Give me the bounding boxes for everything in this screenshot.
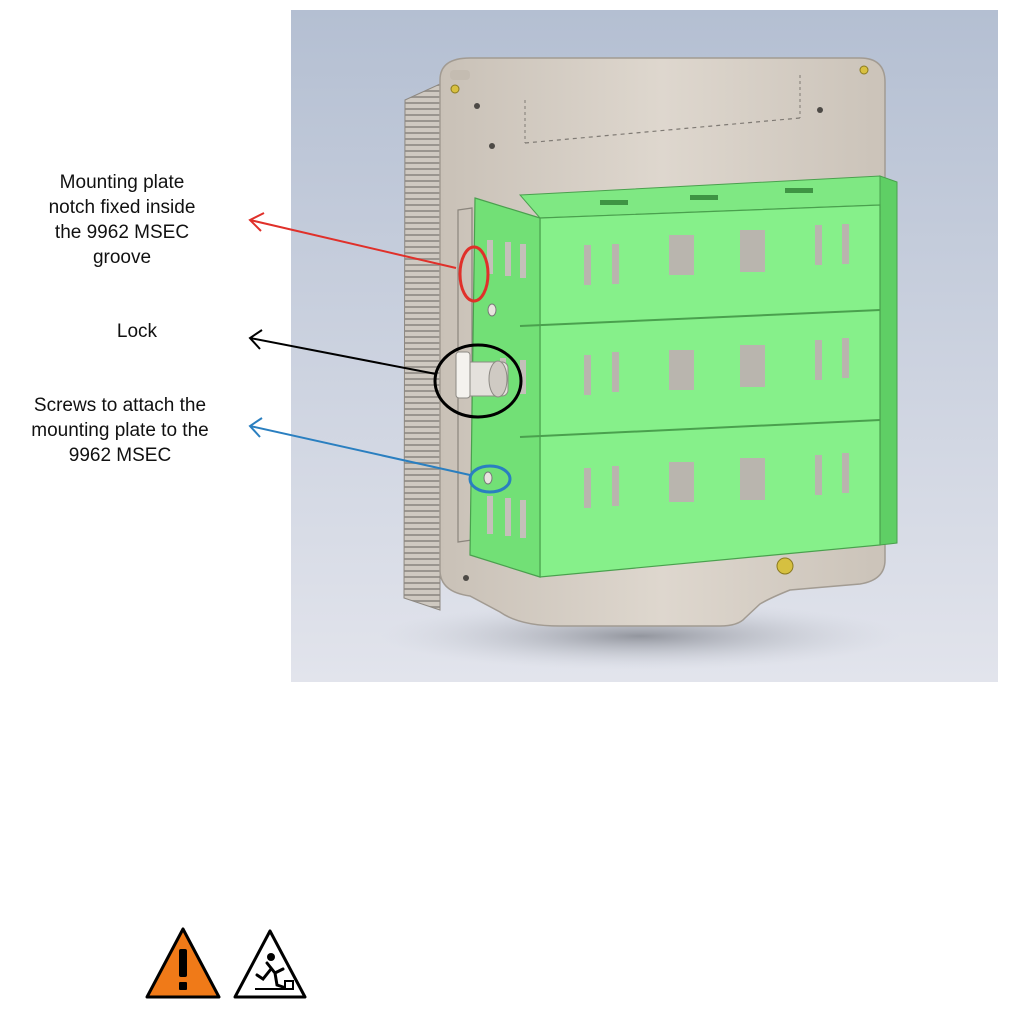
trip-hazard-icon xyxy=(235,931,305,997)
callout-screws-label: Screws to attach the mounting plate to t… xyxy=(0,393,240,468)
callout-lock-label: Lock xyxy=(17,319,257,344)
warning-icons xyxy=(143,925,313,1005)
mounting-plate-illustration xyxy=(0,0,1009,700)
caution-icon xyxy=(147,929,219,997)
callout-groove-label: Mounting plate notch fixed inside the 99… xyxy=(2,170,242,270)
mounting-plate xyxy=(470,176,897,577)
mounting-figure: Mounting plate notch fixed inside the 99… xyxy=(0,0,1009,700)
heat-sink-fins xyxy=(404,84,440,610)
